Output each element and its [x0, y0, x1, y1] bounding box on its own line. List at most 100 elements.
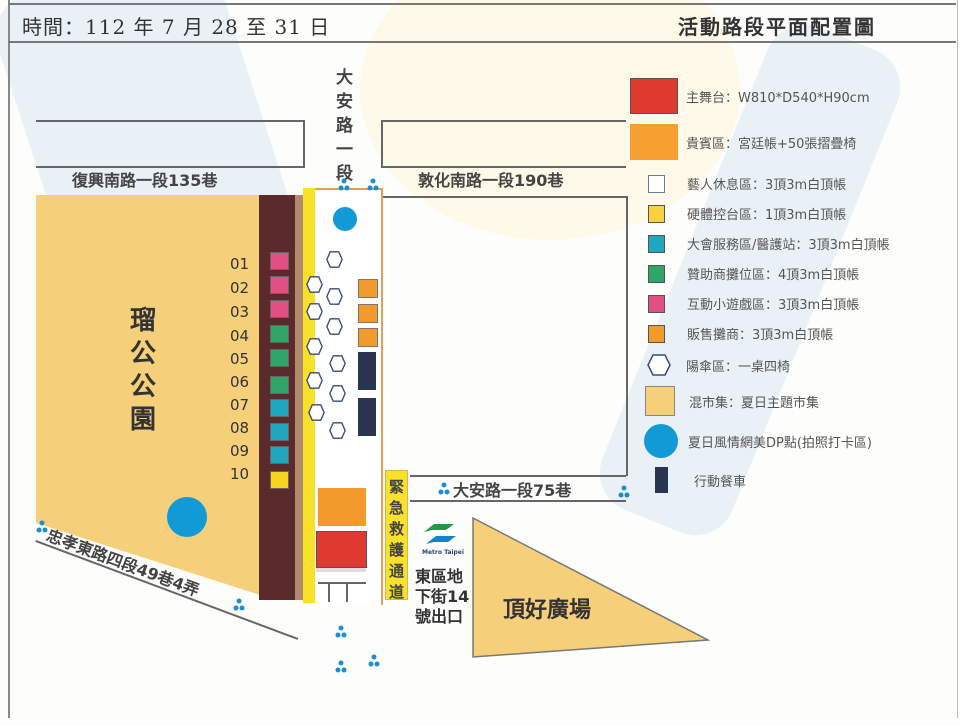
- legend-item: 藝人休息區：3頂3m白頂帳: [648, 174, 846, 193]
- legend-item: 販售攤商：3頂3m白頂帳: [648, 324, 833, 343]
- booth-sponsor: [270, 325, 289, 343]
- police-icon: [233, 598, 245, 611]
- parasol-hexagon-icon: [329, 385, 346, 402]
- food-truck: [358, 352, 376, 390]
- main-stage: [316, 531, 367, 568]
- photo-spot-park: [167, 497, 207, 537]
- event-date: 時間：112 年 7 月 28 至 31 日: [22, 15, 331, 39]
- legend-item: 贊助商攤位區：4頂3m白頂帳: [648, 264, 859, 283]
- booth-number: 08: [230, 419, 250, 437]
- parasol-hexagon-icon: [326, 318, 343, 335]
- road-label-fuxing-lane: 復興南路一段135巷: [72, 171, 218, 190]
- booth-interactive-game: [270, 252, 289, 270]
- metro-taipei-logo-icon: [424, 524, 456, 544]
- header-bar: 時間：112 年 7 月 28 至 31 日 活動路段平面配置圖: [8, 3, 956, 43]
- parasol-hexagon-icon: [329, 355, 346, 372]
- booth-number: 07: [230, 396, 250, 414]
- stage-frame: [328, 582, 330, 602]
- photo-spot-street: [333, 207, 357, 231]
- food-truck: [358, 398, 376, 436]
- legend-item: 混市集：夏日主題市集: [645, 386, 819, 416]
- booth-service-medical: [270, 399, 289, 417]
- road-edge: [36, 120, 304, 122]
- parasol-hexagon-icon: [306, 303, 323, 320]
- booth-number: 01: [230, 255, 250, 273]
- parasol-hexagon-icon: [329, 422, 346, 439]
- police-icon: [367, 178, 379, 191]
- legend-item: 夏日風情網美DP點(拍照打卡區): [644, 424, 872, 458]
- stage-steps: [316, 568, 366, 572]
- police-icon: [438, 482, 450, 495]
- stage-frame: [318, 582, 366, 584]
- booth-service-medical: [270, 446, 289, 464]
- parasol-hexagon-icon: [308, 404, 325, 421]
- market-swatch-icon: [645, 386, 675, 416]
- booth-number: 05: [230, 350, 250, 368]
- booth-interactive-game: [270, 300, 289, 318]
- police-icon: [338, 178, 350, 191]
- police-icon: [36, 520, 48, 533]
- parasol-hexagon-icon: [306, 372, 323, 389]
- road-edge: [381, 196, 626, 198]
- booth-number: 06: [230, 373, 250, 391]
- hardware-control-swatch-icon: [648, 204, 665, 223]
- booth-number: 03: [230, 303, 250, 321]
- legend-item: 大會服務區/醫護站：3頂3m白頂帳: [648, 234, 890, 253]
- booth-number: 09: [230, 442, 250, 460]
- booth-service-medical: [270, 423, 289, 441]
- legend-item: 硬體控台區：1頂3m白頂帳: [648, 204, 846, 223]
- vendor-stall: [358, 279, 378, 298]
- legend-item: 主舞台：W810*D540*H90cm: [630, 78, 870, 114]
- food-truck-swatch-icon: [655, 467, 668, 493]
- legend-item: 陽傘區：一桌四椅: [647, 354, 790, 376]
- main-stage-swatch-icon: [630, 78, 678, 114]
- metro-taipei-text: Metro Taipei: [422, 549, 464, 556]
- emergency-lane-label: 緊急救護通道: [385, 470, 408, 601]
- parasol-hexagon-icon: [306, 338, 323, 355]
- road-edge: [410, 475, 626, 477]
- market-area-park: [36, 195, 260, 595]
- road-edge: [410, 500, 626, 502]
- vip-area-swatch-icon: [630, 124, 678, 160]
- park-label: 瑠公公園: [130, 306, 157, 435]
- interactive-game-swatch-icon: [648, 294, 665, 313]
- road-label-daan-lane75: 大安路一段75巷: [453, 481, 572, 500]
- road-edge: [626, 196, 628, 476]
- booth-sponsor: [270, 376, 289, 394]
- legend-item: 互動小遊戲區：3頂3m白頂帳: [648, 294, 859, 313]
- artist-rest-swatch-icon: [648, 174, 665, 193]
- booth-hardware-control: [270, 471, 289, 489]
- legend-item: 行動餐車: [655, 467, 746, 493]
- booth-sponsor: [270, 349, 289, 367]
- police-icon: [335, 625, 347, 638]
- booth-strip-edge: [295, 195, 303, 600]
- police-icon: [618, 485, 630, 498]
- road-edge: [303, 120, 305, 168]
- road-label-daan: 大安路一段: [336, 68, 353, 184]
- photo-spot-circle-icon: [644, 424, 678, 458]
- road-edge: [381, 120, 383, 168]
- road-edge: [381, 120, 626, 122]
- booth-interactive-game: [270, 276, 289, 294]
- mrt-exit-label: 東區地下街14號出口: [415, 567, 470, 626]
- parasol-hexagon-icon: [306, 276, 323, 293]
- page-frame: [8, 0, 958, 718]
- parasol-hexagon-icon: [326, 251, 343, 268]
- service-medical-swatch-icon: [648, 234, 665, 253]
- road-edge: [36, 166, 304, 168]
- police-icon: [368, 654, 380, 667]
- road-edge: [381, 166, 626, 168]
- stage-frame: [346, 582, 348, 602]
- legend-item: 貴賓區：宮廷帳+50張摺疊椅: [630, 124, 856, 160]
- plaza-label: 頂好廣場: [503, 598, 592, 623]
- booth-number: 04: [230, 327, 250, 345]
- page-title: 活動路段平面配置圖: [678, 15, 876, 39]
- vip-area: [318, 488, 366, 526]
- vendor-swatch-icon: [648, 324, 665, 343]
- dinghao-plaza-area: [472, 516, 710, 658]
- vendor-stall: [358, 304, 378, 323]
- parasol-hexagon-icon: [647, 354, 671, 376]
- sponsor-booth-swatch-icon: [648, 264, 665, 283]
- booth-number: 02: [230, 279, 250, 297]
- booth-number: 10: [230, 465, 250, 483]
